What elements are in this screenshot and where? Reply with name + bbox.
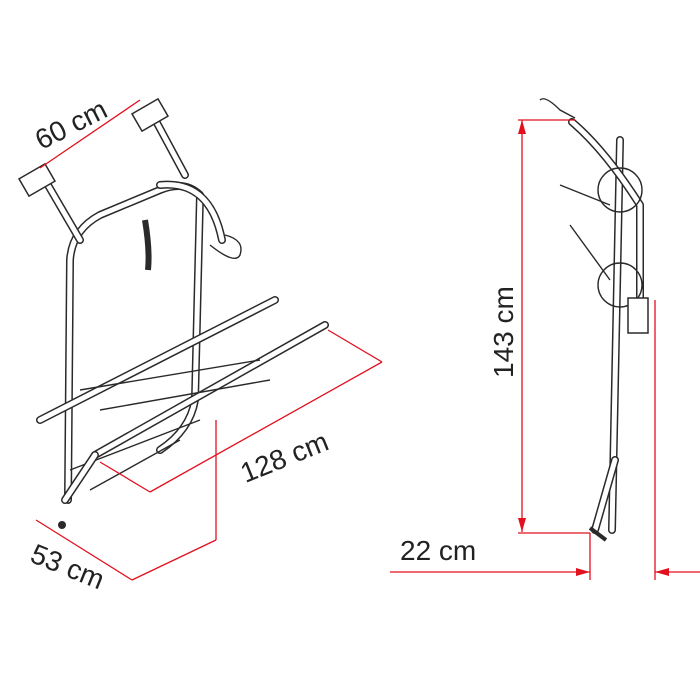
- dimension-lines: [35, 99, 700, 581]
- front-view-rack: [17, 97, 329, 529]
- height-label: 143 cm: [488, 286, 519, 378]
- side-view-rack: [539, 98, 649, 542]
- offset-label: 22 cm: [400, 535, 477, 566]
